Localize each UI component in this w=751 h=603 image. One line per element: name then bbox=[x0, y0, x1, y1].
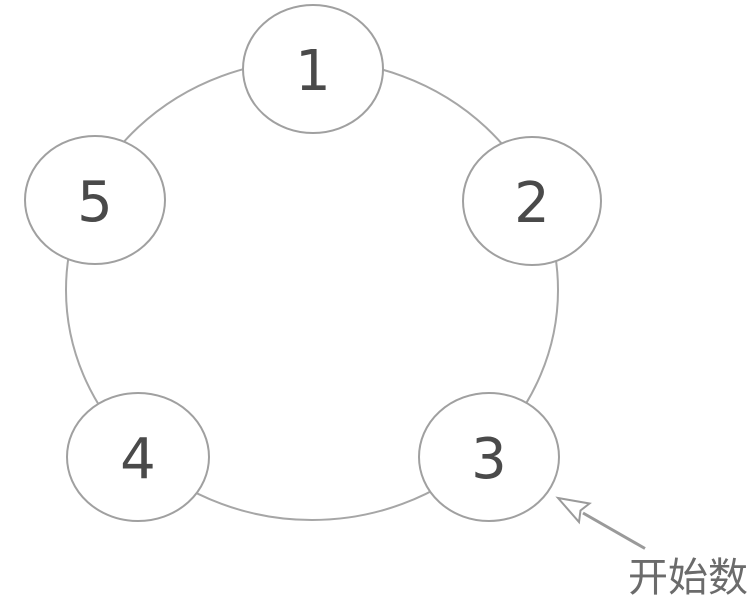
start-annotation-label: 开始数 bbox=[628, 555, 748, 601]
node-3: 3 bbox=[418, 392, 560, 522]
arrow-shaft bbox=[582, 511, 646, 550]
node-circle bbox=[66, 392, 210, 522]
node-number: 1 bbox=[295, 39, 331, 104]
node-2: 2 bbox=[462, 136, 602, 266]
node-5: 5 bbox=[24, 135, 166, 265]
start-arrow bbox=[555, 496, 646, 550]
node-number: 5 bbox=[77, 170, 113, 235]
node-circle bbox=[418, 392, 560, 522]
node-circle bbox=[462, 136, 602, 266]
node-circle bbox=[242, 4, 384, 134]
node-number: 3 bbox=[471, 427, 507, 492]
node-4: 4 bbox=[66, 392, 210, 522]
node-1: 1 bbox=[242, 4, 384, 134]
node-number: 4 bbox=[120, 427, 156, 492]
node-circle bbox=[24, 135, 166, 265]
arrow-head-icon bbox=[555, 496, 592, 525]
node-number: 2 bbox=[514, 171, 550, 236]
